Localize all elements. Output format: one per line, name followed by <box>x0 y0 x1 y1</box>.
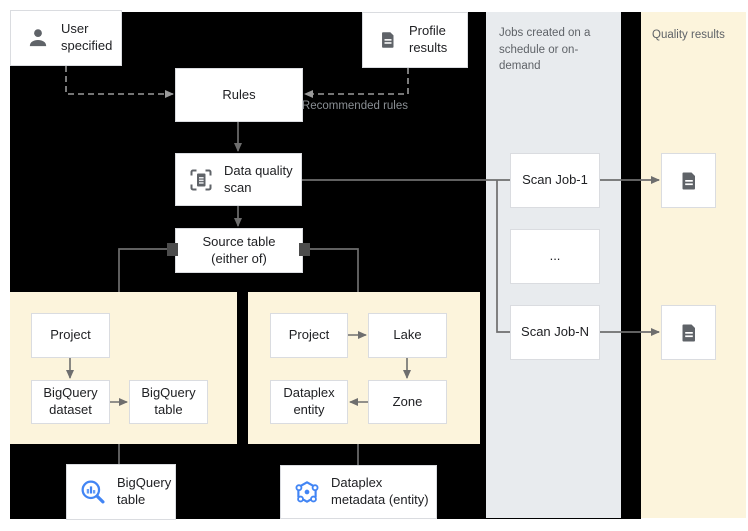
node-label: Rules <box>222 86 256 102</box>
node-label: Dataplex metadata (entity) <box>331 475 429 507</box>
lake-node: Lake <box>368 313 447 358</box>
node-label: BigQuery table <box>117 475 172 507</box>
quality-column-label: Quality results <box>652 29 725 41</box>
source-table-node: Source table (either of) <box>175 228 303 273</box>
node-label: Project <box>50 327 91 343</box>
node-label: Profile results <box>409 23 448 55</box>
node-label: Source table (either of) <box>202 233 276 266</box>
node-label: Dataplex entity <box>283 385 335 417</box>
zone-node: Zone <box>368 380 447 424</box>
quality-results-column <box>641 12 746 518</box>
bigquery-dataset-node: BigQuery dataset <box>31 380 110 424</box>
user-specified-node: User specified <box>10 10 122 66</box>
node-label: Scan Job-N <box>521 324 589 340</box>
node-label: Lake <box>393 327 422 343</box>
data-quality-scan-node: Data quality scan <box>175 153 302 206</box>
dataplex-metadata-output-node: Dataplex metadata (entity) <box>280 465 437 519</box>
bigquery-table-node: BigQuery table <box>129 380 208 424</box>
node-label: BigQuery table <box>141 385 196 417</box>
project-node-bigquery: Project <box>31 313 110 358</box>
quality-result-1-node <box>661 153 716 208</box>
scan-job-ellipsis-node: ... <box>510 229 600 284</box>
scan-job-n-node: Scan Job-N <box>510 305 600 360</box>
jobs-column-label: Jobs created on a schedule or on-demand <box>499 27 591 73</box>
profile-results-node: Profile results <box>362 12 468 68</box>
node-label: Scan Job-1 <box>522 172 588 188</box>
dataplex-entity-node: Dataplex entity <box>270 380 348 424</box>
bigquery-table-output-node: BigQuery table <box>66 464 176 520</box>
document-icon <box>677 321 701 345</box>
quality-result-n-node <box>661 305 716 360</box>
node-label: User specified <box>61 21 113 53</box>
rules-node: Rules <box>175 68 303 122</box>
dataplex-icon <box>293 478 321 506</box>
project-node-dataplex: Project <box>270 313 348 358</box>
node-label: Data quality scan <box>224 162 293 195</box>
document-icon <box>677 169 701 193</box>
data-quality-scan-icon <box>188 167 214 193</box>
person-icon <box>25 25 51 51</box>
document-icon <box>377 29 399 51</box>
node-label: ... <box>549 248 561 264</box>
bigquery-icon <box>79 478 107 506</box>
node-label: Zone <box>392 393 423 409</box>
node-label: Project <box>288 327 330 343</box>
node-label: BigQuery dataset <box>43 385 98 417</box>
scan-job-1-node: Scan Job-1 <box>510 153 600 208</box>
recommended-rules-label: Recommended rules <box>301 100 408 112</box>
